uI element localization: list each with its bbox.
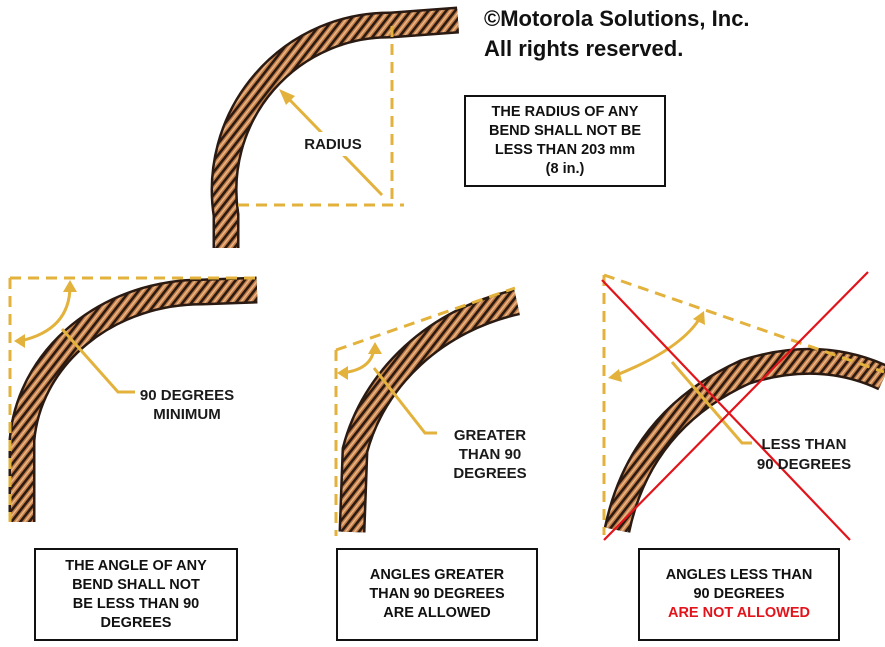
callout-right-line-1: LESS THAN [761, 436, 846, 453]
callout-middle-line-2: THAN 90 [459, 446, 522, 463]
angle-arc-arrowhead-right-1 [608, 369, 622, 382]
caption-left-line-1: THE ANGLE OF ANY [36, 557, 236, 576]
angle-arc-arrowhead-left-1 [14, 334, 25, 348]
copper-cable-left-strands [22, 290, 257, 522]
angle-arc-arrowhead-middle-1 [337, 366, 348, 380]
copyright-notice: ©Motorola Solutions, Inc. All rights res… [484, 4, 750, 64]
radius-rule-line-1: THE RADIUS OF ANY [466, 103, 664, 122]
caption-left-line-3: BE LESS THAN 90 [36, 595, 236, 614]
radius-rule-line-3: LESS THAN 203 mm [466, 141, 664, 160]
top-panel: RADIUS [224, 20, 458, 248]
copyright-line-2: All rights reserved. [484, 34, 750, 64]
callout-left-line-1: 90 DEGREES [140, 387, 234, 404]
angle-arc-arrowhead-left-2 [63, 280, 77, 292]
callout-left-line-2: MINIMUM [153, 406, 221, 423]
caption-middle-line-1: ANGLES GREATER [338, 566, 536, 585]
radius-rule-box: THE RADIUS OF ANY BEND SHALL NOT BE LESS… [464, 95, 666, 187]
radius-rule-line-4: (8 in.) [466, 160, 664, 179]
caption-middle-box: ANGLES GREATER THAN 90 DEGREES ARE ALLOW… [336, 548, 538, 641]
caption-right-box: ANGLES LESS THAN 90 DEGREES ARE NOT ALLO… [638, 548, 840, 641]
caption-left-line-4: DEGREES [36, 614, 236, 633]
caption-middle-line-2: THAN 90 DEGREES [338, 585, 536, 604]
radius-rule-line-2: BEND SHALL NOT BE [466, 122, 664, 141]
panel-middle: GREATER THAN 90 DEGREES [336, 288, 527, 536]
caption-middle-line-3: ARE ALLOWED [338, 604, 536, 623]
caption-right-line-2: 90 DEGREES [640, 585, 838, 604]
caption-left-box: THE ANGLE OF ANY BEND SHALL NOT BE LESS … [34, 548, 238, 641]
caption-right-line-1: ANGLES LESS THAN [640, 566, 838, 585]
panel-left: 90 DEGREES MINIMUM [10, 278, 257, 522]
forbidden-x-stroke-2 [604, 272, 868, 540]
callout-middle-line-1: GREATER [454, 427, 526, 444]
caption-right-warning: ARE NOT ALLOWED [640, 604, 838, 623]
radius-label: RADIUS [304, 136, 362, 153]
forbidden-x-stroke-1 [602, 280, 850, 540]
callout-right-line-2: 90 DEGREES [757, 456, 851, 473]
copyright-line-1: ©Motorola Solutions, Inc. [484, 4, 750, 34]
caption-left-line-2: BEND SHALL NOT [36, 576, 236, 595]
angle-arc-arrowhead-middle-2 [368, 342, 382, 354]
angle-arc-right [614, 318, 700, 376]
panel-right: LESS THAN 90 DEGREES [602, 272, 884, 540]
callout-middle-line-3: DEGREES [453, 465, 526, 482]
copper-cable-left [22, 290, 257, 522]
